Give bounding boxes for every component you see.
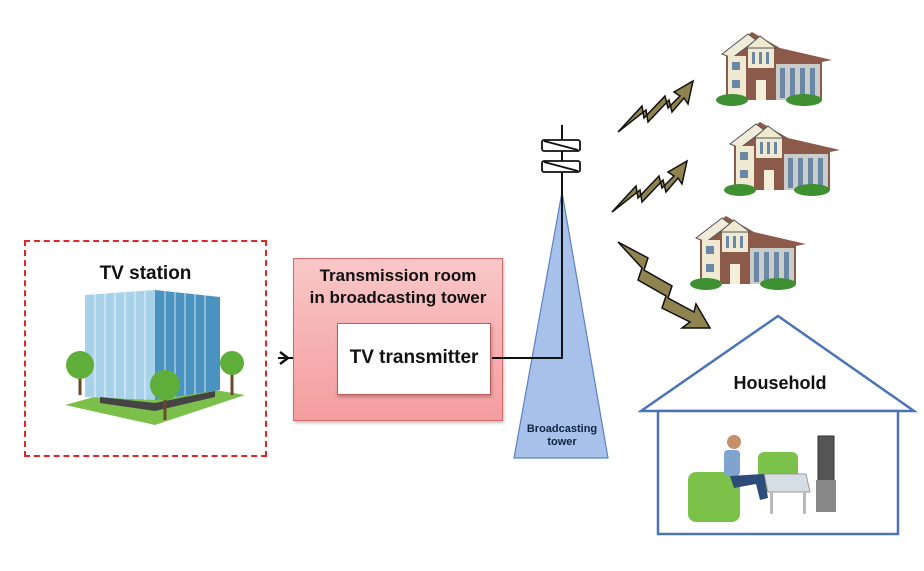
signal-bolt-icon bbox=[617, 241, 712, 329]
tree-icon bbox=[66, 351, 94, 395]
tv-station-box bbox=[24, 240, 267, 457]
household-label: Household bbox=[733, 373, 827, 393]
tree-icon bbox=[220, 351, 244, 395]
signal-bolts bbox=[611, 79, 712, 329]
broadcasting-tower bbox=[492, 125, 609, 459]
tower-label-line2: tower bbox=[547, 436, 577, 448]
tree-icon bbox=[150, 370, 180, 420]
tv-transmitter-label: TV transmitter bbox=[349, 347, 479, 368]
living-room-icon bbox=[688, 435, 836, 522]
signal-bolt-icon bbox=[611, 159, 689, 213]
tv-transmitter-box bbox=[337, 323, 491, 395]
house-icon bbox=[724, 122, 840, 196]
house-icon bbox=[690, 216, 806, 290]
antenna-icon bbox=[541, 139, 581, 173]
house-icon bbox=[716, 32, 832, 106]
transmission-room-label-line2: in broadcasting tower bbox=[309, 288, 487, 307]
signal-bolt-icon bbox=[617, 79, 695, 133]
tv-station-label: TV station bbox=[99, 263, 192, 284]
transmission-room-label-line1: Transmission room bbox=[319, 266, 477, 285]
tower-label-line1: Broadcasting bbox=[526, 423, 598, 435]
office-building-icon bbox=[65, 290, 245, 425]
household-outline bbox=[638, 314, 918, 536]
